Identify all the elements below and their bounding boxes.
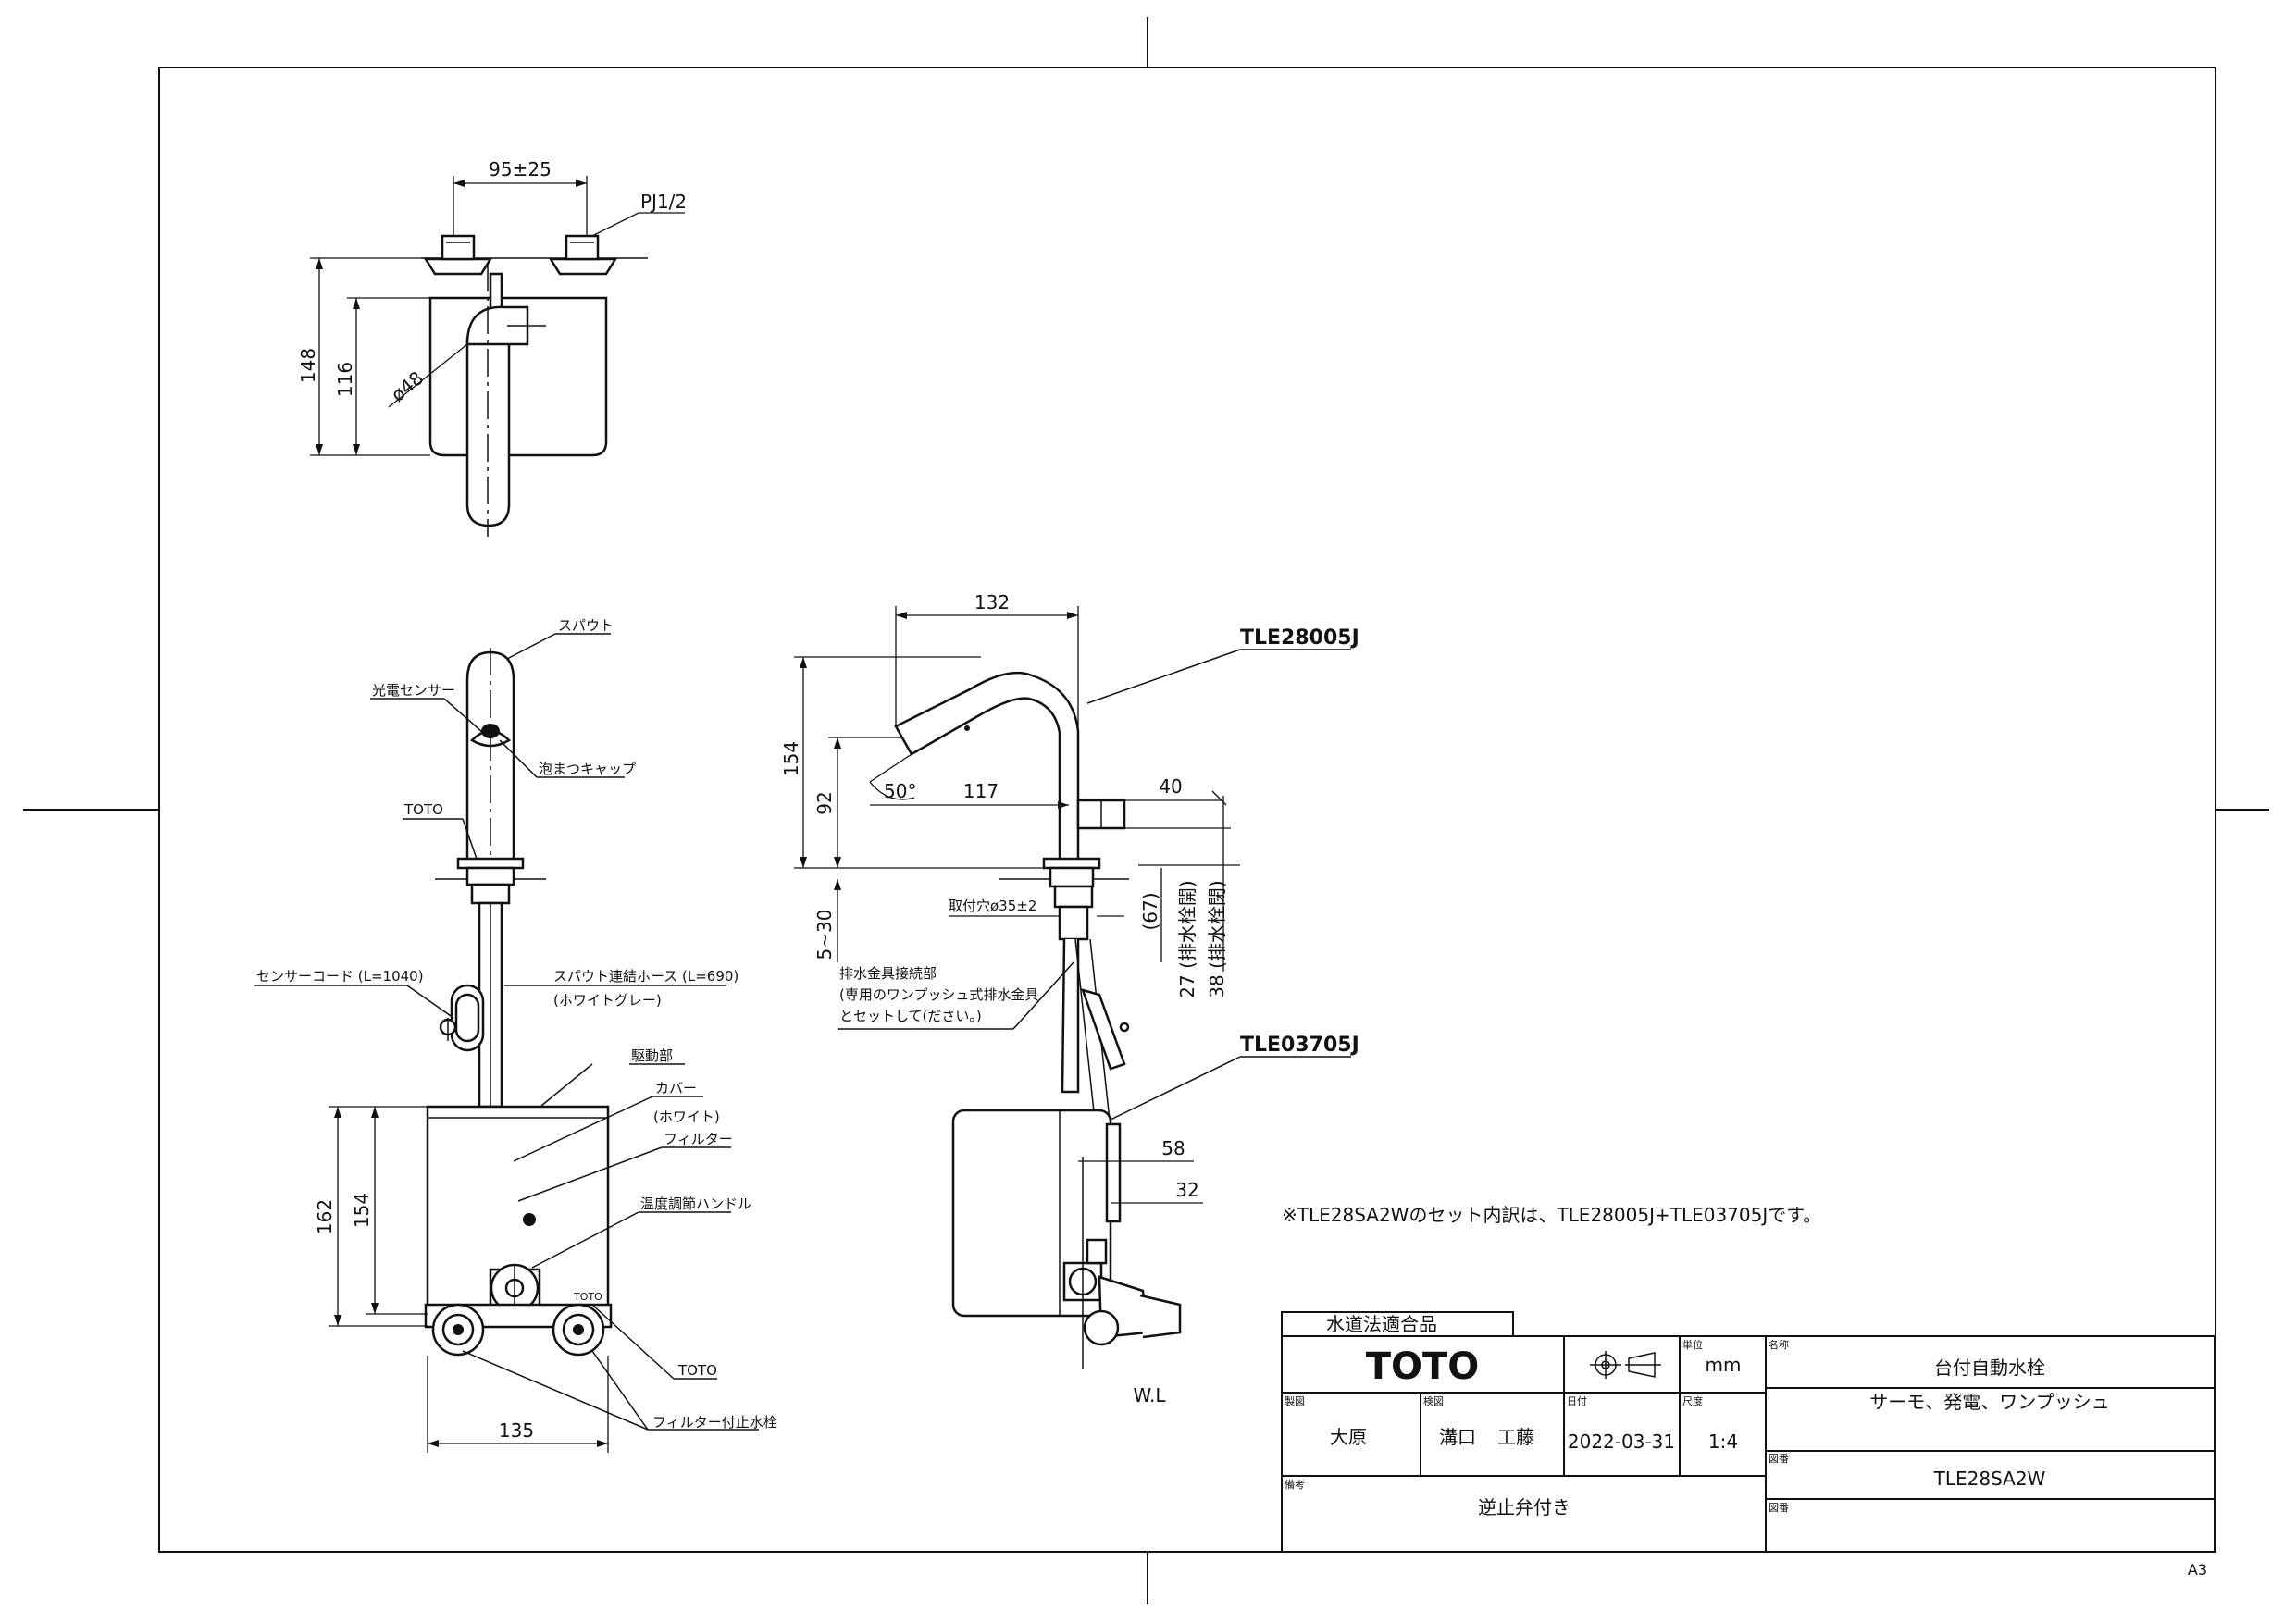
label-model-faucet: TLE28005J <box>1240 626 1359 650</box>
dim-box-h2: 154 <box>351 1193 373 1228</box>
label-hose: スパウト連結ホース (L=690) <box>553 968 738 985</box>
tb-number-label: 図番 <box>1769 1453 1789 1465</box>
tb-water-law: 水道法適合品 <box>1326 1313 1437 1335</box>
dim-side-height: 154 <box>780 741 802 776</box>
dim-side-32: 32 <box>1175 1179 1198 1201</box>
front-view: TOTO スパウト 光電センサー 泡まつキャップ TOTO センサーコード (L… <box>254 617 777 1453</box>
label-filter: フィルター <box>664 1131 733 1147</box>
dim-top-diameter: ø48 <box>387 366 428 406</box>
label-model-unit: TLE03705J <box>1240 1034 1359 1057</box>
dim-top-height-body: 116 <box>334 362 356 397</box>
dim-side-spout-height: 92 <box>813 791 836 814</box>
tb-scale: 1:4 <box>1708 1431 1738 1453</box>
title-block: 水道法適合品 TOTO 単位 mm 名称 台付自動水栓 サーモ、発電、ワンプッシ… <box>1281 1311 2215 1553</box>
projection-symbol-icon <box>1590 1351 1661 1379</box>
tb-scale-label: 尺度 <box>1682 1394 1703 1407</box>
label-cover: カバー <box>655 1080 697 1096</box>
dim-side-sensor-off: 40 <box>1159 775 1182 798</box>
dim-side-width: 132 <box>974 591 1010 613</box>
label-drain-note2: とセットして(ださい。) <box>839 1008 982 1024</box>
dim-side-hole: 取付穴ø35±2 <box>949 898 1036 914</box>
tb-brand: TOTO <box>1366 1345 1480 1388</box>
top-view: 95±25 PJ1/2 148 116 ø48 <box>297 158 687 537</box>
label-toto-mark: TOTO <box>403 801 443 818</box>
label-sensor-cord: センサーコード (L=1040) <box>256 968 424 985</box>
label-temp-handle: 温度調節ハンドル <box>640 1196 751 1212</box>
dim-side-angle: 50° <box>884 780 916 802</box>
dim-side-38: 38 (排水栓閉) <box>1206 880 1228 997</box>
label-drain-note1: (専用のワンプッシュ式排水金具 <box>839 986 1038 1003</box>
dim-side-67: (67) <box>1139 892 1161 930</box>
label-drain-conn: 排水金具接続部 <box>839 965 937 982</box>
label-cover-color: (ホワイト) <box>653 1109 720 1125</box>
label-wl: W.L <box>1134 1384 1167 1406</box>
tb-unit: mm <box>1706 1354 1742 1376</box>
tb-date-label: 日付 <box>1567 1395 1587 1407</box>
dim-top-spacing: 95±25 <box>489 158 552 180</box>
dim-box-h1: 162 <box>314 1199 336 1234</box>
dim-side-deck: 5~30 <box>813 910 836 960</box>
tb-checked-by1: 溝口 <box>1439 1426 1476 1448</box>
label-toto-mark2: TOTO <box>677 1362 717 1379</box>
tb-date: 2022-03-31 <box>1568 1431 1675 1453</box>
dim-side-reach: 117 <box>963 780 999 802</box>
tb-number: TLE28SA2W <box>1933 1468 2046 1490</box>
label-stop-valve: フィルター付止水栓 <box>652 1414 777 1431</box>
dim-side-27: 27 (排水栓開) <box>1176 880 1198 997</box>
toto-mark-small: TOTO <box>573 1291 602 1303</box>
label-bubbler: 泡まつキャップ <box>539 761 636 777</box>
dim-top-thread: PJ1/2 <box>640 191 687 213</box>
tb-drawn-label: 製図 <box>1285 1394 1305 1407</box>
tb-name2: サーモ、発電、ワンプッシュ <box>1869 1391 2109 1413</box>
tb-name: 台付自動水栓 <box>1934 1357 2045 1379</box>
label-spout: スパウト <box>558 617 614 634</box>
dim-box-w: 135 <box>499 1419 534 1442</box>
dim-top-height-total: 148 <box>297 348 319 383</box>
label-hose-color: (ホワイトグレー) <box>553 992 662 1009</box>
tb-remarks-label: 備考 <box>1285 1479 1305 1491</box>
sheet-size: A3 <box>2188 1561 2207 1579</box>
tb-drawn-by: 大原 <box>1330 1426 1367 1448</box>
tb-name-label: 名称 <box>1769 1338 1789 1351</box>
dim-side-58: 58 <box>1161 1137 1185 1159</box>
tb-unit-label: 単位 <box>1682 1338 1703 1351</box>
label-drive: 駆動部 <box>631 1047 673 1064</box>
set-note: ※TLE28SA2Wのセット内訳は、TLE28005J+TLE03705Jです。 <box>1282 1204 1821 1226</box>
tb-number-label2: 図番 <box>1769 1502 1789 1514</box>
tb-checked-by2: 工藤 <box>1497 1426 1534 1448</box>
side-view: 132 154 92 117 50° 40 5~30 取付穴ø35±2 (67)… <box>780 591 1359 1406</box>
tb-remarks: 逆止弁付き <box>1478 1496 1570 1518</box>
tb-checked-label: 検図 <box>1423 1394 1444 1407</box>
label-sensor: 光電センサー <box>372 682 455 699</box>
